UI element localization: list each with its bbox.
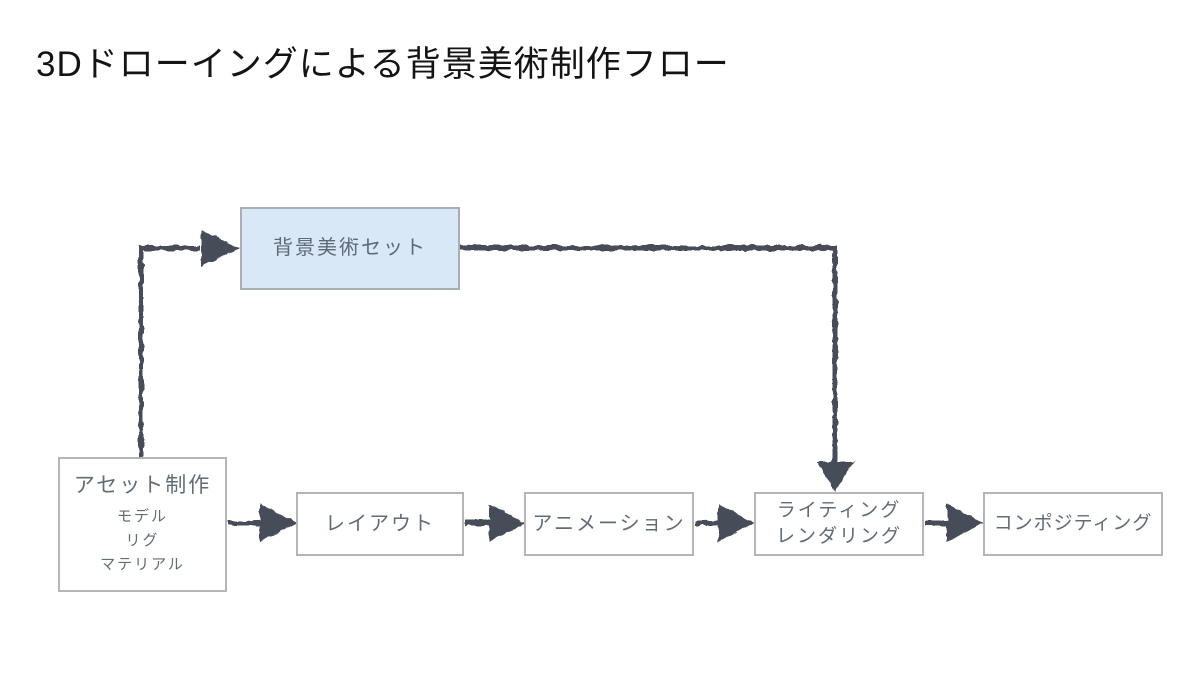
node-lighting-line2: レンダリング <box>775 526 902 547</box>
node-compositing-label: コンポジティング <box>993 513 1153 535</box>
node-bg-art-set-label: 背景美術セット <box>273 237 427 259</box>
arrow-bg-set-to-lighting <box>459 245 854 492</box>
arrow-asset-to-layout <box>228 504 297 542</box>
node-asset-production: アセット制作 モデル リグ マテリアル <box>58 457 227 592</box>
arrow-layout-to-animation <box>465 504 525 542</box>
node-compositing: コンポジティング <box>983 492 1163 556</box>
arrow-asset-to-bg-set <box>138 230 239 457</box>
diagram-title: 3Dドローイングによる背景美術制作フロー <box>36 45 730 84</box>
arrow-lighting-to-compositing <box>925 504 983 542</box>
node-asset-item-material: マテリアル <box>100 556 185 574</box>
node-layout: レイアウト <box>296 492 464 556</box>
node-asset-item-rig: リグ <box>125 532 160 550</box>
node-asset-title: アセット制作 <box>73 473 212 497</box>
node-bg-art-set: 背景美術セット <box>240 207 460 290</box>
node-layout-label: レイアウト <box>325 512 435 535</box>
arrow-animation-to-lighting <box>695 504 754 542</box>
node-lighting-line1: ライティング <box>776 500 902 521</box>
node-animation-label: アニメーション <box>532 512 686 535</box>
node-lighting-rendering: ライティング レンダリング <box>754 492 924 556</box>
node-animation: アニメーション <box>524 492 694 556</box>
node-asset-item-model: モデル <box>116 508 168 526</box>
